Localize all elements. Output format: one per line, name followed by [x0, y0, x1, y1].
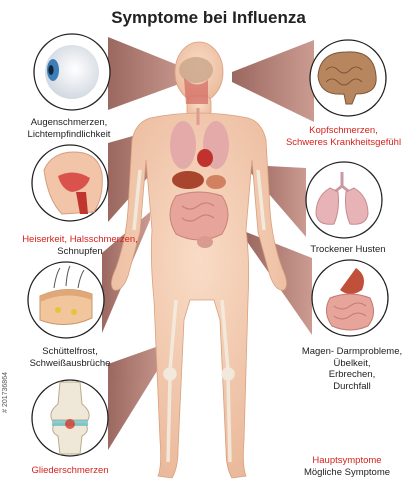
- head-line-1: Kopfschmerzen,: [309, 125, 378, 136]
- legend-possible-symptoms: Mögliche Symptome: [303, 466, 391, 478]
- tibia-icon: [52, 423, 88, 455]
- legend: Hauptsymptome Mögliche Symptome: [282, 455, 412, 478]
- heart: [197, 149, 213, 167]
- gut-symptom-label: Magen- Darmprobleme, Übelkeit, Erbrechen…: [290, 346, 414, 392]
- left-lung-icon: [315, 187, 339, 225]
- gut-line-2: Übelkeit,: [333, 357, 371, 369]
- joints-symptom-label: Gliederschmerzen: [0, 465, 140, 477]
- liver: [172, 171, 204, 189]
- head-symptom-label: Kopfschmerzen, Schweres Krankheitsgefühl: [270, 125, 417, 148]
- skin-circle: [27, 261, 105, 339]
- lungs-symptom-label: Trockener Husten: [290, 244, 406, 256]
- gut-line-1: Magen- Darmprobleme,: [301, 346, 403, 357]
- nasal-cavity-icon: [58, 172, 90, 192]
- stock-id: # 201736864: [2, 372, 9, 413]
- intestines-icon: [326, 293, 374, 331]
- brain-overlay: [179, 57, 213, 83]
- gut-circle: [311, 259, 389, 337]
- eyes-symptom-label: Augenschmerzen, Lichtempfindlichkeit: [2, 117, 136, 140]
- skin-symptom-label: Schüttelfrost, Schweißausbrüche: [8, 346, 132, 369]
- intestines: [169, 191, 229, 241]
- throat-line-1: Heiserkeit, Halsschmerzen,: [22, 234, 138, 245]
- throat-symptom-label: Heiserkeit, Halsschmerzen, Schnupfen: [0, 234, 160, 257]
- gut-line-4: Durchfall: [333, 380, 371, 392]
- throat-line-2: Schnupfen: [57, 245, 103, 257]
- lungs-line-1: Trockener Husten: [310, 244, 386, 255]
- eyes-line-2: Lichtempfindlichkeit: [27, 128, 111, 140]
- knee-circle: [31, 379, 109, 457]
- gut-line-3: Erbrechen,: [328, 369, 376, 380]
- skin-line-1: Schüttelfrost,: [42, 346, 98, 357]
- page-title: Symptome bei Influenza: [111, 8, 306, 27]
- throat-circle: [31, 144, 109, 222]
- eyes-line-1: Augenschmerzen,: [30, 117, 108, 128]
- lungs-circle: [305, 161, 383, 239]
- legend-main-symptoms: Hauptsymptome: [312, 455, 382, 466]
- eye-circle: [33, 33, 111, 111]
- skeleton-hint: [132, 169, 266, 463]
- hair-icon: [53, 265, 85, 289]
- stomach-icon: [340, 268, 364, 294]
- joints-line-1: Gliederschmerzen: [31, 465, 109, 476]
- left-lung: [170, 121, 196, 169]
- throat-overlay: [184, 78, 208, 104]
- right-lung-icon: [345, 187, 369, 225]
- internal-organs: [169, 57, 229, 248]
- brain-circle: [309, 39, 387, 117]
- bladder: [197, 236, 213, 248]
- head-line-2: Schweres Krankheitsgefühl: [285, 136, 402, 148]
- stomach: [206, 175, 226, 189]
- skin-line-2: Schweißausbrüche: [29, 357, 111, 369]
- brain-icon: [317, 51, 377, 105]
- eyeball-icon: [45, 45, 99, 99]
